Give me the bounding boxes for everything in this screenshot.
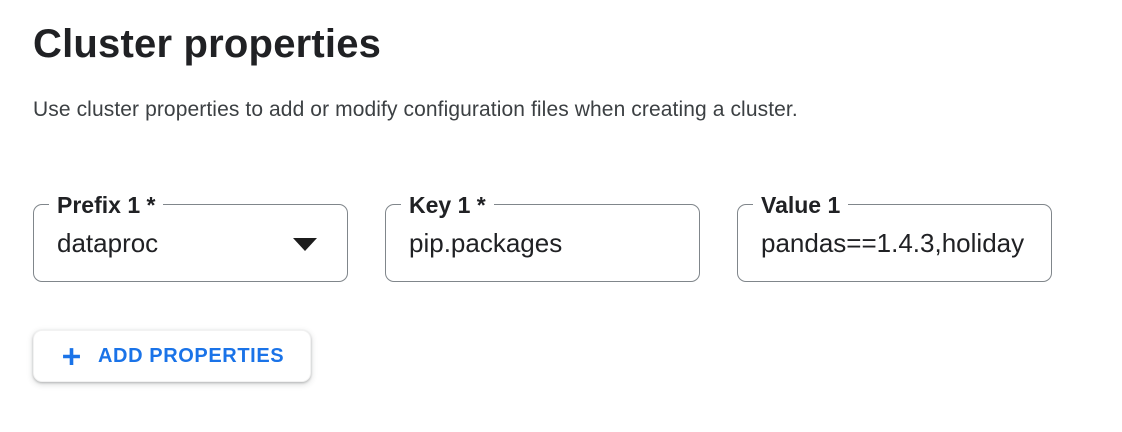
key-field-label: Key 1 * [401,192,494,218]
prefix-dropdown-field[interactable]: Prefix 1 * dataproc [33,192,348,282]
plus-icon [63,347,80,365]
cluster-properties-section: Cluster properties Use cluster propertie… [33,22,1122,382]
key-field-value: pip.packages [409,228,563,258]
page-title: Cluster properties [33,22,382,66]
value-input-field[interactable]: Value 1 pandas==1.4.3,holiday [737,192,1052,282]
prefix-field-label: Prefix 1 * [49,192,164,218]
property-row: Prefix 1 * dataproc Key 1 * pip.packages… [33,192,1122,282]
page-description: Use cluster properties to add or modify … [33,98,798,121]
key-input-field[interactable]: Key 1 * pip.packages [385,192,700,282]
value-field-value: pandas==1.4.3,holiday [761,228,1025,258]
add-properties-button[interactable]: ADD PROPERTIES [33,330,312,382]
dropdown-arrow-icon[interactable] [293,238,317,251]
value-field-label: Value 1 [753,192,849,218]
prefix-field-value: dataproc [57,228,159,258]
add-properties-label: ADD PROPERTIES [98,344,285,367]
